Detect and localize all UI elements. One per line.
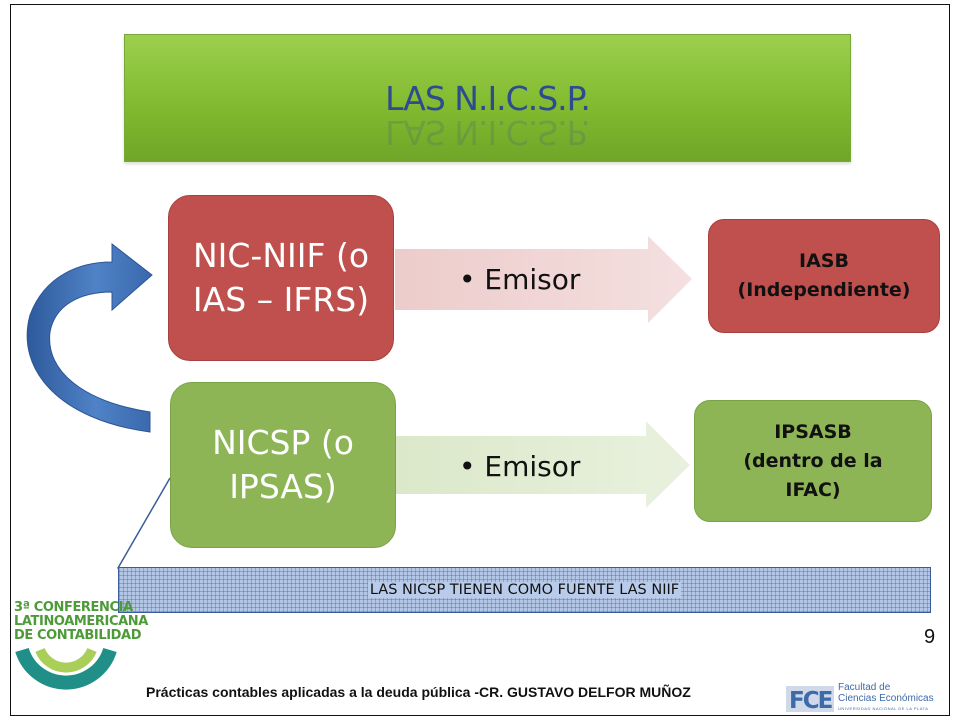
title-box: LAS N.I.C.S.P. LAS N.I.C.S.P. bbox=[124, 34, 851, 162]
nic-niif-line2: IAS – IFRS) bbox=[192, 280, 370, 319]
conference-logo-line3: DE CONTABILIDAD bbox=[14, 628, 142, 643]
ipsasb-box: IPSASB (dentro de la IFAC) bbox=[694, 400, 932, 522]
row1-right-arrow bbox=[395, 236, 692, 323]
row1-emisor-label: • Emisor bbox=[459, 263, 581, 296]
slide-title: LAS N.I.C.S.P. LAS N.I.C.S.P. bbox=[385, 78, 591, 152]
ipsasb-line3: IFAC) bbox=[785, 478, 841, 501]
fce-mark-icon: FCE bbox=[786, 686, 835, 714]
source-banner: LAS NICSP TIENEN COMO FUENTE LAS NIIF bbox=[118, 567, 931, 613]
nic-niif-box: NIC-NIIF (o IAS – IFRS) bbox=[168, 195, 394, 361]
bracket-line bbox=[117, 477, 171, 581]
faculty-logo-line1: Facultad de bbox=[838, 682, 891, 693]
row2-emisor-label: • Emisor bbox=[459, 450, 581, 483]
curved-blue-arrow bbox=[26, 242, 153, 433]
footer-text: Prácticas contables aplicadas a la deuda… bbox=[146, 684, 691, 700]
row2-right-arrow bbox=[395, 421, 690, 508]
iasb-line2: (Independiente) bbox=[737, 279, 911, 301]
faculty-logo: FCE Facultad de Ciencias Económicas UNIV… bbox=[786, 682, 952, 716]
faculty-logo-line2: Ciencias Económicas bbox=[838, 693, 934, 704]
nicsp-line2: IPSAS) bbox=[229, 467, 337, 506]
banner-text: LAS NICSP TIENEN COMO FUENTE LAS NIIF bbox=[367, 582, 682, 598]
conference-logo-line1: 3ª CONFERENCIA bbox=[14, 600, 133, 615]
nicsp-box: NICSP (o IPSAS) bbox=[170, 382, 396, 548]
iasb-line1: IASB bbox=[799, 250, 849, 272]
page-number: 9 bbox=[924, 626, 936, 648]
conference-logo-line2: LATINOAMERICANA bbox=[14, 614, 148, 629]
nic-niif-line1: NIC-NIIF (o bbox=[192, 236, 370, 275]
ipsasb-line2: (dentro de la bbox=[743, 449, 883, 472]
iasb-box: IASB (Independiente) bbox=[708, 219, 940, 333]
ipsasb-line1: IPSASB bbox=[774, 420, 852, 443]
conference-logo: 3ª CONFERENCIA LATINOAMERICANA DE CONTAB… bbox=[14, 600, 148, 716]
nicsp-line1: NICSP (o bbox=[212, 423, 354, 462]
faculty-logo-line3: UNIVERSIDAD NACIONAL DE LA PLATA bbox=[838, 706, 929, 711]
svg-text:FCE: FCE bbox=[789, 688, 833, 714]
conference-ring-icon bbox=[15, 647, 117, 690]
